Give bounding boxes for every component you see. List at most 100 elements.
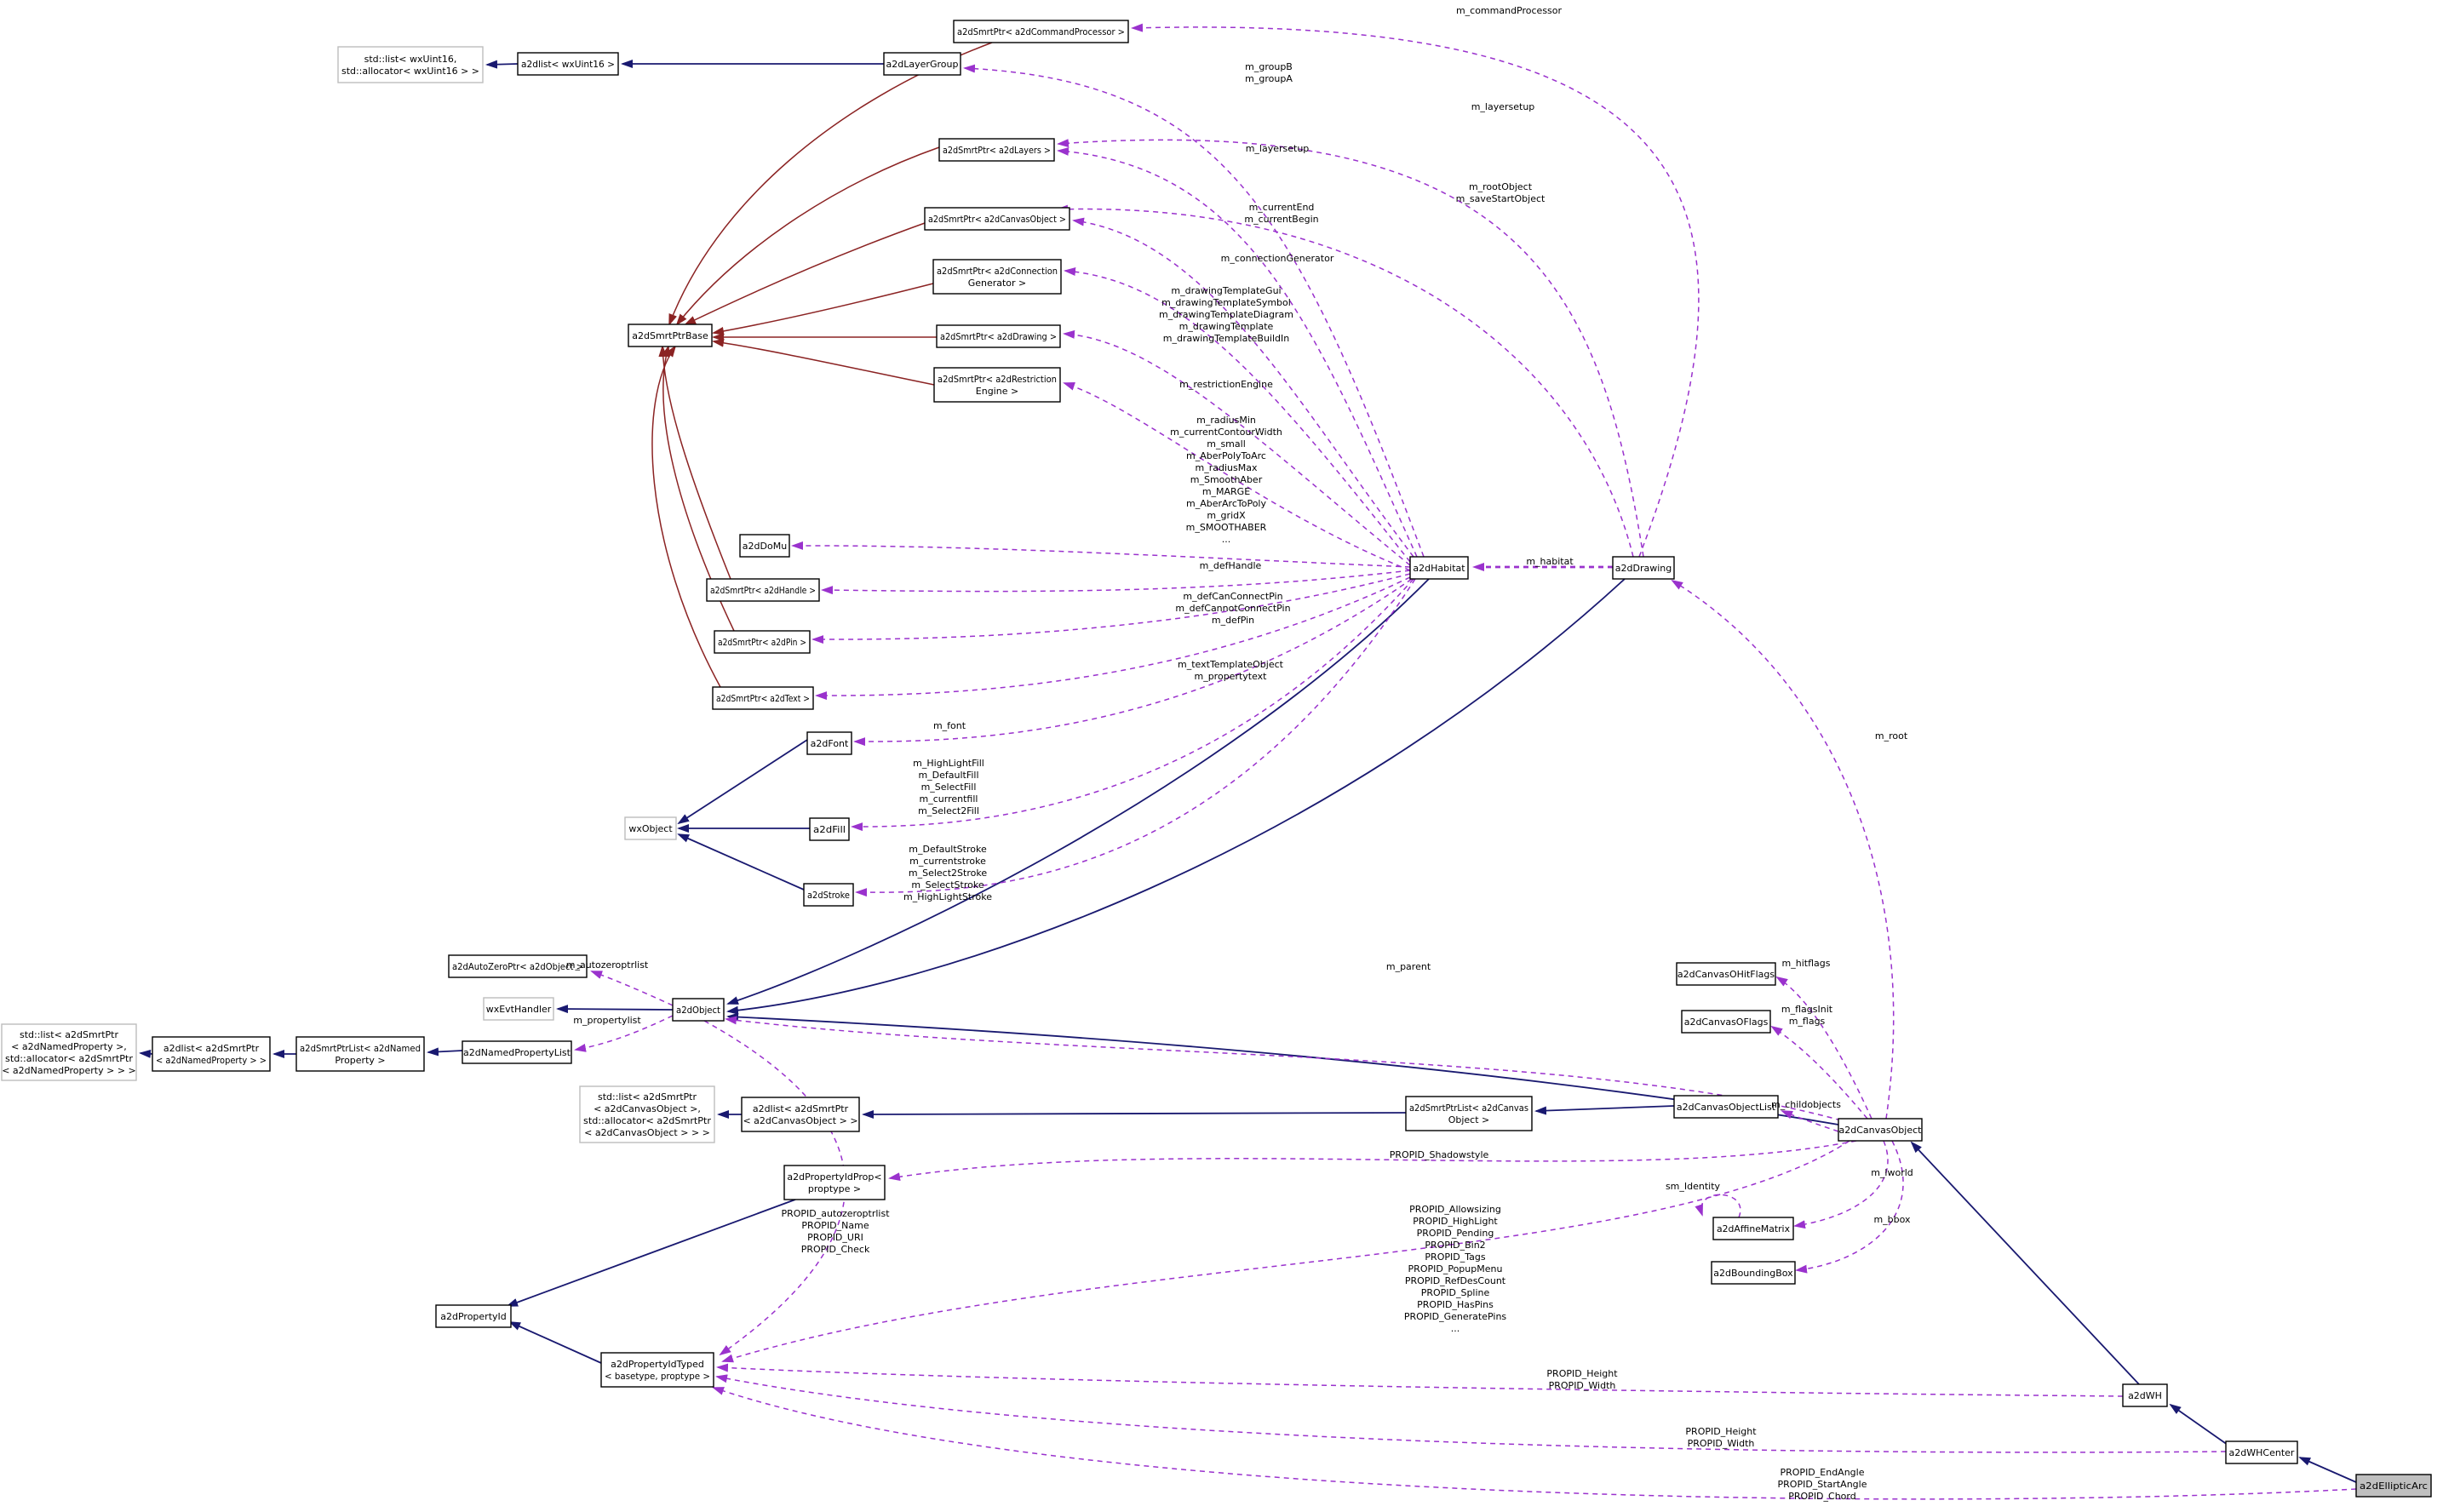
class-node-label-a2dCanvasObject: a2dCanvasObject (1839, 1125, 1923, 1136)
class-node-box-a2dWHCenter (2225, 1440, 2298, 1464)
class-node-a2dNamedPropertyList[interactable]: a2dNamedPropertyList (462, 1040, 572, 1064)
class-node-std_list_namedprop[interactable]: std::list< a2dSmrtPtr< a2dNamedProperty … (1, 1023, 137, 1081)
edge-inherit-a2dCanvasObjectList-to-sp_list_canvasobj (1534, 1105, 1675, 1115)
class-node-std_list_canvasobj[interactable]: std::list< a2dSmrtPtr< a2dCanvasObject >… (579, 1085, 715, 1143)
class-node-sp_text[interactable]: a2dSmrtPtr< a2dText > (712, 686, 814, 710)
class-node-box-a2dObject (672, 998, 725, 1022)
edge-label: m_childobjects (1771, 1099, 1841, 1110)
edge-usage-a2dHabitat-to-sp_restriction (1063, 382, 1411, 571)
edge-usage-a2dCanvasObject-to-a2dDrawing (1671, 579, 1895, 1120)
edge-template-sp_conngen-to-a2dSmrtPtrBase (712, 283, 934, 335)
class-node-label-a2dCanvasOHitFlags: a2dCanvasOHitFlags (1677, 969, 1775, 980)
class-node-box-sp_text (712, 686, 814, 710)
class-node-a2dAffineMatrix[interactable]: a2dAffineMatrix (1712, 1217, 1794, 1240)
class-node-a2dBoundingBox[interactable]: a2dBoundingBox (1711, 1261, 1796, 1285)
class-node-box-a2dAffineMatrix (1712, 1217, 1794, 1240)
class-node-box-a2dAutoZeroPtr (448, 954, 588, 978)
edge-inherit-a2dlist_wxuint16-to-std_list_wxuint16 (485, 60, 519, 69)
class-node-a2dObject[interactable]: a2dObject (672, 998, 725, 1022)
class-node-a2dCanvasObject[interactable]: a2dCanvasObject (1838, 1118, 1923, 1142)
class-node-a2dAutoZeroPtr[interactable]: a2dAutoZeroPtr< a2dObject > (448, 954, 588, 978)
edge-template-sp_text-to-a2dSmrtPtrBase (651, 345, 721, 688)
class-node-a2dlist_canvasobj[interactable]: a2dlist< a2dSmrtPtr< a2dCanvasObject > > (741, 1097, 860, 1132)
class-node-wxObject[interactable]: wxObject (624, 816, 677, 840)
class-node-a2dPropertyIdTyped[interactable]: a2dPropertyIdTyped< basetype, proptype > (600, 1352, 714, 1388)
class-node-std_list_wxuint16[interactable]: std::list< wxUint16,std::allocator< wxUi… (337, 46, 484, 83)
class-node-label-a2dCanvasOFlags: a2dCanvasOFlags (1684, 1017, 1769, 1028)
edge-inherit-a2dPropertyIdTyped-to-a2dPropertyId (508, 1321, 602, 1364)
class-node-box-a2dWH (2122, 1383, 2168, 1407)
class-node-box-a2dHabitat (1409, 556, 1469, 580)
class-node-a2dStroke[interactable]: a2dStroke (803, 883, 854, 907)
edge-usage-a2dCanvasObject-to-a2dCanvasOHitFlags (1775, 976, 1872, 1120)
edge-label: m_autozeroptrlist (566, 959, 649, 971)
class-node-label-std_list_namedprop: std::list< a2dSmrtPtr< a2dNamedProperty … (2, 1029, 136, 1076)
class-node-label-a2dFont: a2dFont (811, 738, 849, 749)
class-node-label-sp_handle: a2dSmrtPtr< a2dHandle > (710, 585, 816, 596)
class-node-box-a2dSmrtPtrBase (628, 324, 713, 347)
nodes-layer: std::list< wxUint16,std::allocator< wxUi… (1, 20, 2432, 1498)
class-node-wxEvtHandler[interactable]: wxEvtHandler (483, 997, 554, 1021)
class-node-sp_pin[interactable]: a2dSmrtPtr< a2dPin > (714, 630, 811, 654)
edge-usage-a2dWH-to-a2dPropertyIdTyped (716, 1363, 2124, 1397)
edge-usage-a2dAffineMatrix-to-a2dAffineMatrix (1695, 1194, 1741, 1218)
class-node-sp_canvasobject[interactable]: a2dSmrtPtr< a2dCanvasObject > (924, 207, 1070, 231)
edge-label: m_propertylist (573, 1015, 641, 1026)
class-node-a2dWHCenter[interactable]: a2dWHCenter (2225, 1440, 2298, 1464)
edge-inherit-a2dNamedPropertyList-to-sp_list_namedprop (427, 1047, 463, 1057)
class-node-a2dlist_namedprop[interactable]: a2dlist< a2dSmrtPtr< a2dNamedProperty > … (152, 1036, 271, 1072)
class-node-box-a2dDrawing (1612, 556, 1675, 580)
edge-inherit-a2dHabitat-to-a2dObject (726, 578, 1430, 1005)
edge-label: m_parent (1386, 961, 1431, 972)
class-node-label-a2dAutoZeroPtr: a2dAutoZeroPtr< a2dObject > (452, 961, 583, 972)
edge-usage-a2dDrawing-to-sp_layers (1057, 139, 1644, 558)
class-node-a2dCanvasObjectList[interactable]: a2dCanvasObjectList (1673, 1095, 1779, 1119)
class-node-a2dWH[interactable]: a2dWH (2122, 1383, 2168, 1407)
class-node-a2dPropertyId[interactable]: a2dPropertyId (435, 1304, 512, 1328)
class-node-box-a2dBoundingBox (1711, 1261, 1796, 1285)
class-node-a2dEllipticArc[interactable]: a2dEllipticArc (2355, 1474, 2432, 1498)
edge-label: m_defHandle (1200, 560, 1262, 571)
class-node-label-sp_cmdproc: a2dSmrtPtr< a2dCommandProcessor > (957, 26, 1125, 37)
class-node-a2dDoMu[interactable]: a2dDoMu (739, 534, 790, 558)
class-node-a2dCanvasOFlags[interactable]: a2dCanvasOFlags (1681, 1010, 1771, 1034)
class-node-box-a2dCanvasObjectList (1673, 1095, 1779, 1119)
edge-usage-a2dHabitat-to-a2dFont (853, 578, 1413, 747)
class-node-sp_handle[interactable]: a2dSmrtPtr< a2dHandle > (706, 578, 820, 602)
class-node-a2dSmrtPtrBase[interactable]: a2dSmrtPtrBase (628, 324, 713, 347)
class-node-label-a2dBoundingBox: a2dBoundingBox (1713, 1268, 1793, 1279)
class-node-a2dHabitat[interactable]: a2dHabitat (1409, 556, 1469, 580)
class-node-a2dlist_wxuint16[interactable]: a2dlist< wxUint16 > (517, 52, 619, 76)
class-node-sp_drawing[interactable]: a2dSmrtPtr< a2dDrawing > (936, 324, 1061, 348)
class-node-box-wxObject (624, 816, 677, 840)
class-node-a2dFont[interactable]: a2dFont (806, 731, 852, 755)
class-node-label-sp_text: a2dSmrtPtr< a2dText > (716, 693, 810, 704)
class-node-a2dDrawing[interactable]: a2dDrawing (1612, 556, 1675, 580)
edges-layer (139, 23, 2357, 1500)
class-node-sp_layers[interactable]: a2dSmrtPtr< a2dLayers > (938, 138, 1055, 162)
edge-inherit-a2dEllipticArc-to-a2dWHCenter (2298, 1457, 2357, 1483)
edge-inherit-a2dPropertyIdProp-to-a2dPropertyId (506, 1199, 796, 1307)
class-node-a2dLayerGroup[interactable]: a2dLayerGroup (883, 52, 961, 76)
class-node-label-a2dPropertyIdProp: a2dPropertyIdProp<proptype > (787, 1171, 881, 1194)
class-node-a2dCanvasOHitFlags[interactable]: a2dCanvasOHitFlags (1676, 962, 1776, 986)
edge-usage-a2dHabitat-to-sp_handle (821, 570, 1411, 595)
class-node-box-a2dlist_wxuint16 (517, 52, 619, 76)
class-node-sp_cmdproc[interactable]: a2dSmrtPtr< a2dCommandProcessor > (953, 20, 1129, 43)
edge-label: m_commandProcessor (1456, 5, 1563, 16)
class-node-a2dFill[interactable]: a2dFill (809, 817, 850, 841)
class-node-box-std_list_canvasobj (579, 1085, 715, 1143)
edge-usage-a2dHabitat-to-sp_conngen (1064, 267, 1411, 563)
class-node-a2dPropertyIdProp[interactable]: a2dPropertyIdProp<proptype > (783, 1165, 886, 1200)
